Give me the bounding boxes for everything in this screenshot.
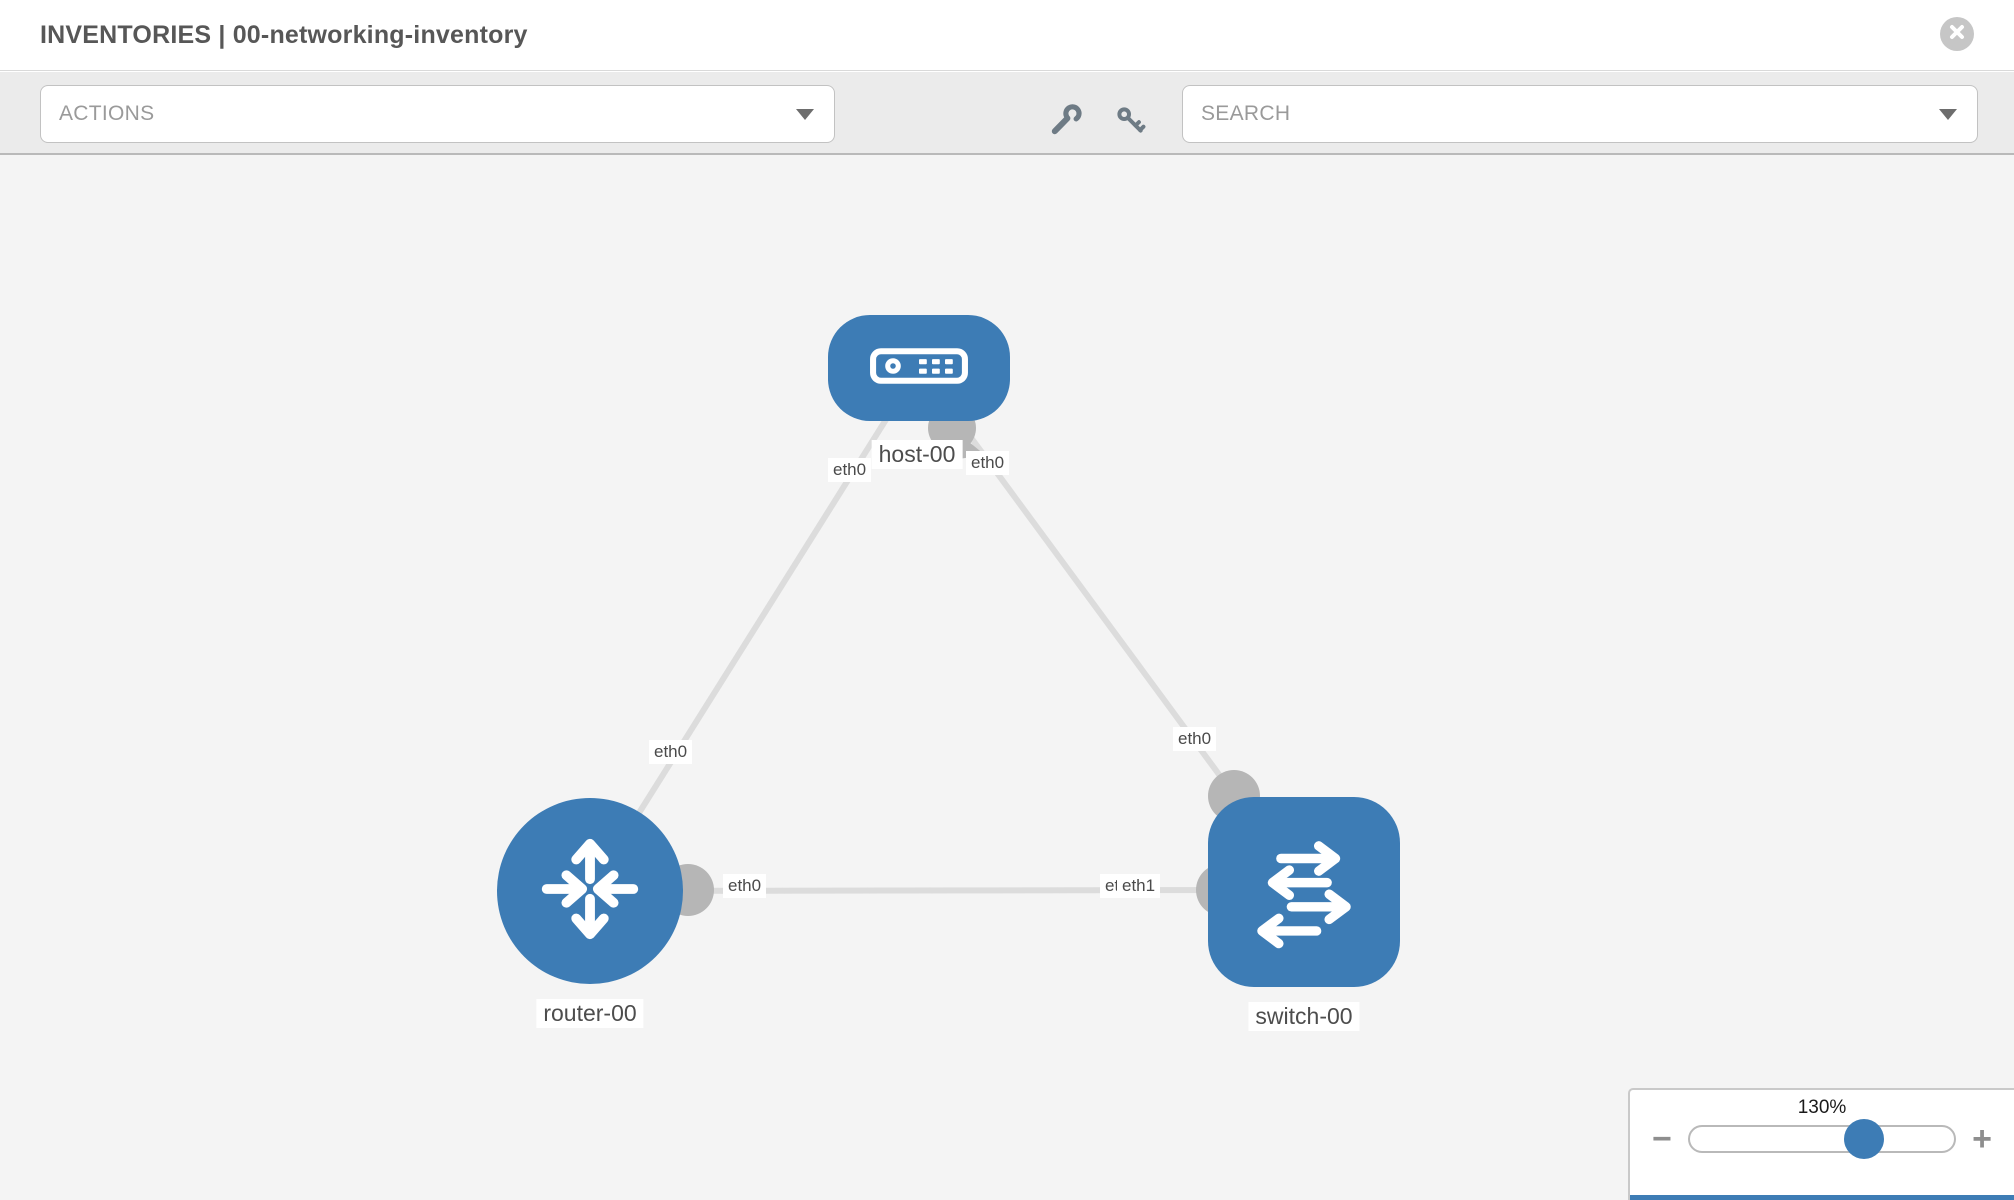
chevron-down-icon (1939, 108, 1957, 120)
interface-label: eth0 (723, 874, 767, 898)
node-host-00[interactable] (828, 315, 1010, 421)
search-input[interactable] (1201, 102, 1939, 126)
zoom-in-button[interactable]: + (1972, 1120, 1992, 1158)
node-label-router: router-00 (536, 999, 644, 1028)
topology-canvas[interactable]: host-00 router-00 switch-00 eth0 eth0 et… (0, 155, 2014, 1200)
topology-toolbar: ACTIONS (0, 72, 2014, 155)
zoom-slider-thumb[interactable] (1844, 1119, 1885, 1159)
interface-label: eth0 (1173, 727, 1217, 751)
host-icon (867, 340, 971, 397)
interface-label: eth0 (966, 451, 1010, 475)
panel-bottom-strip (1630, 1195, 2014, 1200)
interface-dots (662, 404, 1260, 916)
key-button[interactable] (1108, 100, 1154, 146)
panel-header: INVENTORIES | 00-networking-inventory (0, 0, 2014, 71)
close-button[interactable] (1940, 17, 1974, 51)
interface-label: eth1 (1117, 874, 1161, 898)
interface-label: eth0 (649, 740, 693, 764)
topology-links-layer (587, 365, 1260, 916)
key-icon (1114, 104, 1148, 143)
node-label-switch: switch-00 (1248, 1002, 1360, 1031)
search-dropdown[interactable] (1182, 85, 1978, 143)
router-icon (531, 830, 649, 953)
actions-dropdown[interactable]: ACTIONS (40, 85, 835, 143)
node-label-host: host-00 (871, 440, 963, 469)
close-icon (1949, 24, 1965, 45)
link-host-router (587, 365, 922, 893)
zoom-level-value: 130% (1797, 1097, 1847, 1118)
interface-label: eth0 (828, 458, 872, 482)
node-router-00[interactable] (497, 798, 683, 984)
zoom-slider-track[interactable] (1687, 1119, 1957, 1159)
page-title: INVENTORIES | 00-networking-inventory (40, 21, 528, 49)
switch-icon (1241, 827, 1367, 958)
tools-button[interactable] (1042, 100, 1088, 146)
wrench-icon (1047, 103, 1083, 144)
zoom-out-button[interactable]: − (1652, 1120, 1672, 1158)
actions-dropdown-label: ACTIONS (59, 102, 155, 125)
switch-icon-node[interactable] (1208, 797, 1400, 987)
chevron-down-icon (796, 108, 814, 120)
zoom-control-panel: 130% − + (1628, 1088, 2014, 1200)
